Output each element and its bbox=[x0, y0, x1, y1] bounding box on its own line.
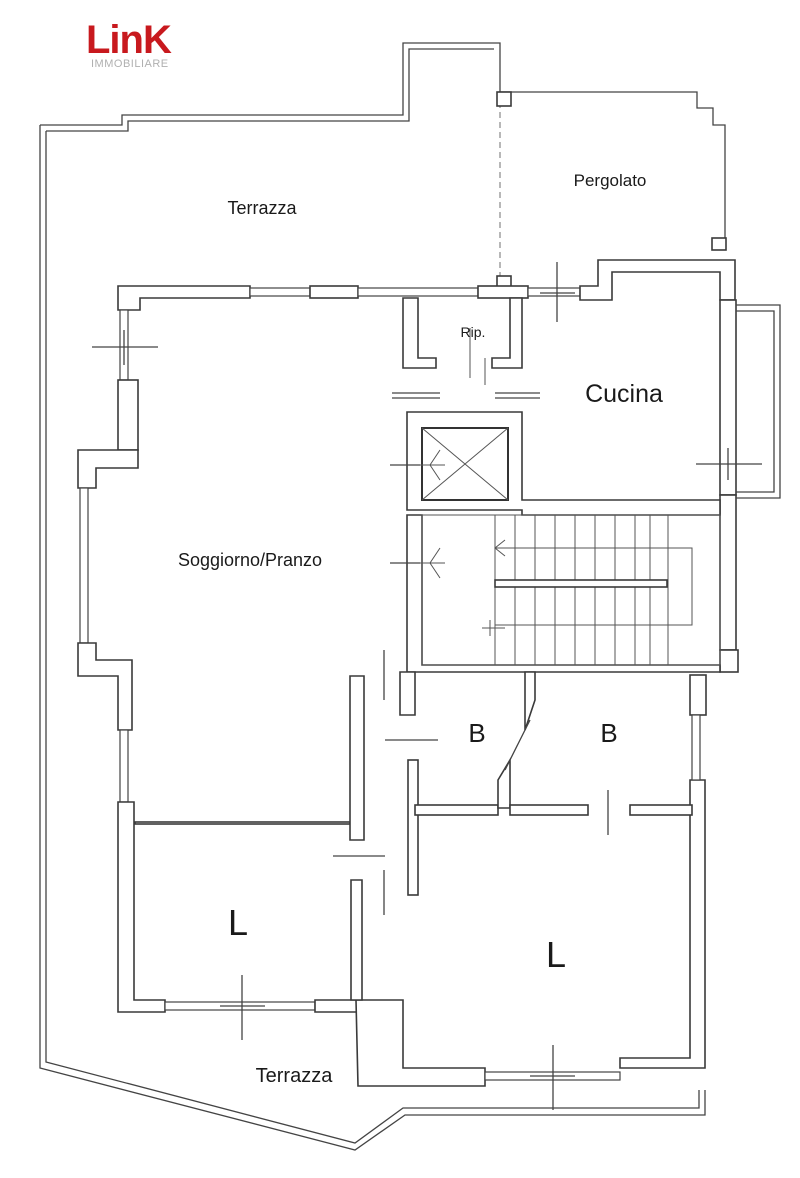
logo-tagline: IMMOBILIARE bbox=[91, 58, 169, 70]
label-terrazza-bottom: Terrazza bbox=[256, 1065, 334, 1087]
lift-shaft bbox=[406, 411, 721, 516]
label-bagno-1: B bbox=[468, 718, 485, 748]
entry-door-marks bbox=[392, 392, 540, 399]
label-letto-2: L bbox=[546, 934, 566, 975]
logo-brand: LinK bbox=[86, 18, 172, 62]
label-ripostiglio: Rip. bbox=[461, 324, 486, 340]
label-letto-1: L bbox=[228, 902, 248, 943]
staircase bbox=[406, 514, 721, 673]
label-soggiorno-pranzo: Soggiorno/Pranzo bbox=[178, 550, 322, 570]
label-bagno-2: B bbox=[600, 718, 617, 748]
ripostiglio-walls bbox=[402, 297, 523, 385]
kitchen-bay-window bbox=[736, 304, 781, 499]
exterior-walls bbox=[77, 259, 739, 1087]
label-pergolato: Pergolato bbox=[574, 171, 647, 190]
pergolato-outline bbox=[496, 91, 727, 289]
terrace-outer-boundary bbox=[39, 42, 726, 1151]
label-cucina: Cucina bbox=[585, 380, 663, 408]
link-immobiliare-logo: LinK IMMOBILIARE bbox=[86, 20, 206, 72]
window-marks bbox=[92, 262, 762, 1110]
label-terrazza-top: Terrazza bbox=[227, 198, 297, 218]
interior-walls bbox=[333, 650, 693, 1001]
